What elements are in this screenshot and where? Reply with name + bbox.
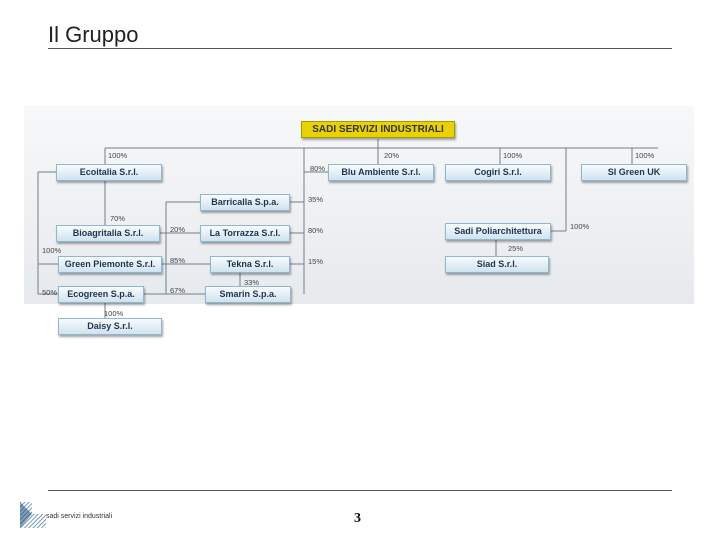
cogiri-box: Cogiri S.r.l.	[445, 164, 551, 181]
barricalla-box: Barricalla S.p.a.	[200, 194, 290, 211]
pct-sadi-poliarchitettura: 100%	[570, 222, 590, 231]
footer-divider	[48, 490, 672, 491]
pct-blu-ambiente-20: 20%	[384, 151, 400, 160]
pct-si-green-uk: 100%	[635, 151, 655, 160]
tekna-box: Tekna S.r.l.	[210, 256, 290, 273]
pct-tekna-85: 85%	[170, 256, 186, 265]
si-green-uk-box: SI Green UK	[581, 164, 687, 181]
smarin-box: Smarin S.p.a.	[205, 286, 291, 303]
pct-smarin-33: 33%	[244, 278, 260, 287]
pct-bioagritalia: 70%	[110, 214, 126, 223]
ecogreen-box: Ecogreen S.p.a.	[58, 286, 144, 303]
pct-ecogreen: 50%	[42, 288, 58, 297]
page-number: 3	[354, 511, 361, 526]
ecoitalia-box: Ecoitalia S.r.l.	[56, 164, 162, 181]
pct-barricalla: 35%	[308, 195, 324, 204]
pct-la-torrazza-20: 20%	[170, 225, 186, 234]
root-company-box: SADI SERVIZI INDUSTRIALI	[301, 121, 455, 138]
pct-daisy: 100%	[104, 309, 124, 318]
green-piemonte-box: Green Piemonte S.r.l.	[58, 256, 162, 273]
sadi-poliarchitettura-box: Sadi Poliarchitettura	[445, 223, 551, 240]
pct-blu-ambiente-80: 80%	[310, 164, 326, 173]
title-divider	[48, 48, 672, 49]
pct-la-torrazza-80: 80%	[308, 226, 324, 235]
pct-siad: 25%	[508, 244, 524, 253]
bioagritalia-box: Bioagritalia S.r.l.	[56, 225, 160, 242]
blu-ambiente-box: Blu Ambiente S.r.l.	[328, 164, 434, 181]
sadi-logo-icon	[20, 502, 46, 528]
pct-green-piemonte: 100%	[42, 246, 62, 255]
pct-tekna-15: 15%	[308, 257, 324, 266]
pct-ecoitalia: 100%	[108, 151, 128, 160]
siad-box: Siad S.r.l.	[445, 256, 549, 273]
pct-smarin-67: 67%	[170, 286, 186, 295]
la-torrazza-box: La Torrazza S.r.l.	[200, 225, 290, 242]
pct-cogiri: 100%	[503, 151, 523, 160]
footer-logo-text: sadi servizi industriali	[46, 513, 113, 520]
page-title: Il Gruppo	[48, 22, 139, 47]
daisy-box: Daisy S.r.l.	[58, 318, 162, 335]
